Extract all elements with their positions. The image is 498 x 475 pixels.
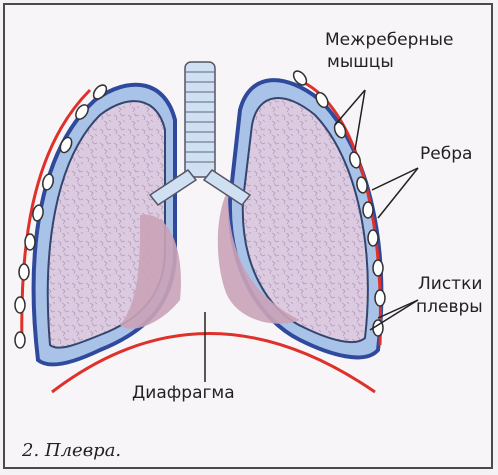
label-pleura-leaves-line1: Листки [418,274,482,294]
label-pleura-leaves-line2: плевры [416,297,483,317]
right-lung [218,80,382,357]
figure-caption: 2. Плевра. [22,440,121,461]
label-diaphragm: Диафрагма [132,383,235,403]
label-intercostal-muscles-line2: мышцы [327,52,394,72]
left-lung [34,85,181,365]
label-intercostal-muscles-line1: Межреберные [325,30,453,50]
label-ribs: Ребра [420,144,472,164]
